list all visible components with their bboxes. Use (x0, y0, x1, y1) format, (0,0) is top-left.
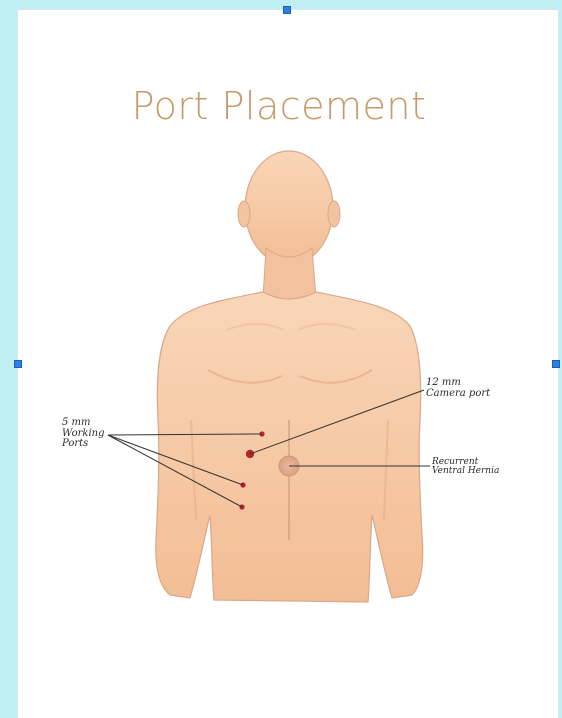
camera-port-size: 12 mm (426, 378, 490, 389)
hernia-label: Recurrent Ventral Hernia (432, 458, 499, 477)
working-ports-size: 5 mm (62, 418, 105, 429)
right-ear (328, 201, 340, 227)
camera-port-label: 12 mm Camera port (426, 378, 490, 399)
hernia-label-line-2: Ventral Hernia (432, 467, 499, 476)
working-ports-label: 5 mm Working Ports (62, 418, 105, 450)
working-ports-line-2: Ports (62, 439, 105, 450)
camera-port-line: Camera port (426, 389, 490, 400)
head-shape (245, 151, 333, 265)
left-ear (238, 201, 250, 227)
